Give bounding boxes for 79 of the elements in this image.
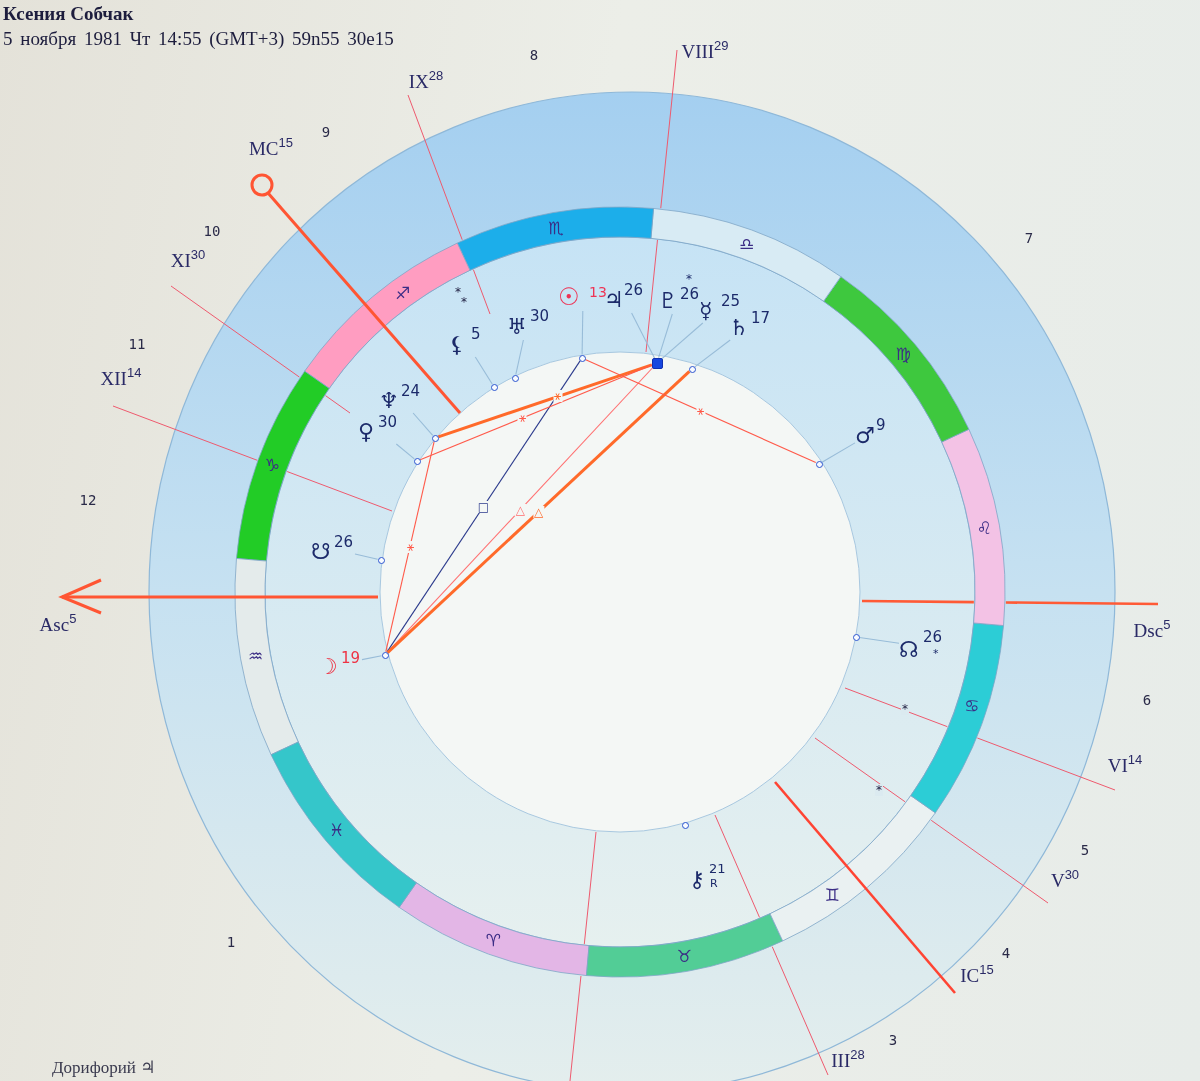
footer-note: Дорифорий ♃ — [52, 1057, 156, 1078]
zodiac-sign-glyph: ♏ — [548, 219, 564, 237]
aspect-line — [386, 360, 581, 653]
leader-line — [858, 636, 900, 644]
point-marker-icon — [815, 460, 823, 468]
leader-line — [631, 312, 656, 359]
point-marker-icon — [578, 354, 586, 362]
house-number: 11 — [128, 336, 146, 352]
aspect-line — [584, 358, 817, 464]
point-marker-icon — [852, 633, 860, 641]
edge-label: △ — [514, 503, 526, 516]
house-cusp-label: III$^{28}$ — [831, 1050, 865, 1072]
point-marker-icon — [381, 651, 389, 659]
house-cusp-label: XI$^{30}$ — [170, 250, 206, 272]
chart-title: Ксения Собчак — [3, 3, 134, 25]
leader-line — [354, 553, 379, 560]
leader-line — [660, 322, 704, 360]
zodiac-sign-glyph: ♋ — [964, 697, 980, 715]
point-marker-icon — [377, 556, 385, 564]
asterisk-mark: * — [455, 286, 461, 298]
zodiac-sign-glyph: ♐ — [394, 284, 411, 302]
aspect-line — [437, 363, 653, 439]
point-marker-icon — [688, 365, 696, 373]
point-marker-icon — [511, 374, 519, 382]
leader-line — [515, 339, 524, 376]
zodiac-sign-glyph: ♈ — [485, 931, 502, 949]
edge-label: ⚹ — [517, 412, 527, 425]
leader-line — [694, 339, 731, 368]
leader-line — [395, 443, 415, 460]
zodiac-sign-glyph: ♉ — [676, 947, 692, 965]
zodiac-sign-glyph: ♍ — [895, 345, 912, 363]
chart-subtitle: 5 ноября 1981 Чт 14:55 (GMT+3) 59n55 30e15 — [3, 28, 394, 50]
zodiac-sign-glyph: ♎ — [738, 235, 755, 253]
zodiac-sign-glyph: ♒ — [248, 647, 264, 665]
zodiac-sign-glyph: ♊ — [824, 886, 840, 904]
point-marker-icon — [681, 821, 689, 829]
leader-line — [581, 310, 584, 356]
edge-label: ⚹ — [405, 540, 415, 553]
leader-line — [658, 313, 673, 359]
angle-label: Asc$^{5}$ — [39, 614, 77, 636]
house-number: 1 — [226, 934, 236, 950]
edge-label: ⚹ — [553, 390, 563, 403]
house-number: 7 — [1024, 230, 1034, 246]
zodiac-sign-glyph: ♌ — [976, 519, 992, 537]
leader-line — [412, 412, 434, 436]
zodiac-sign-glyph: ♓ — [328, 821, 345, 839]
house-number: 12 — [79, 492, 97, 508]
leader-line — [821, 442, 856, 463]
asterisk-mark: * — [461, 296, 467, 308]
house-cusp-label: XII$^{14}$ — [100, 368, 142, 390]
point-marker-icon — [651, 357, 663, 369]
house-cusp-label: V$^{30}$ — [1050, 870, 1080, 892]
angle-label: MC$^{15}$ — [249, 138, 293, 160]
house-cusp-label: VI$^{14}$ — [1107, 755, 1143, 777]
asterisk-mark: * — [901, 703, 909, 715]
house-cusp-label: VIII$^{29}$ — [681, 41, 729, 63]
house-number: 5 — [1080, 842, 1090, 858]
house-number: 10 — [203, 223, 221, 239]
asterisk-mark: * — [875, 784, 883, 796]
aspect-line — [385, 440, 435, 653]
point-marker-icon — [431, 434, 439, 442]
planet-label: ♇ * 26 — [658, 271, 700, 314]
edge-label: ⚹ — [696, 405, 705, 417]
point-marker-icon — [490, 383, 498, 391]
house-number: 3 — [888, 1032, 898, 1048]
zodiac-sign-glyph: ♑ — [264, 456, 280, 474]
house-number: 4 — [1001, 945, 1011, 961]
angle-label: IC$^{15}$ — [960, 965, 994, 987]
aspect-line — [419, 364, 653, 461]
house-number: 8 — [529, 47, 539, 63]
point-marker-icon — [413, 457, 421, 465]
angle-label: Dsc$^{5}$ — [1133, 620, 1171, 642]
planet-label: ⚸ 5 — [449, 327, 483, 357]
leader-line — [361, 655, 383, 661]
planet-label: ☉ 13 — [558, 283, 608, 311]
house-cusp-label: IX$^{28}$ — [408, 71, 444, 93]
house-number: 6 — [1142, 692, 1152, 708]
leader-line — [474, 356, 493, 385]
house-number: 9 — [321, 124, 331, 140]
